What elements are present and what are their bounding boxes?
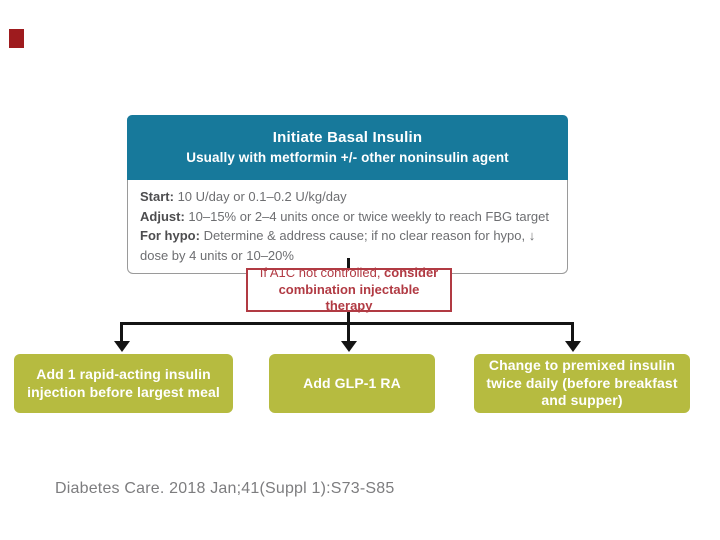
connector-drop-mid <box>347 324 350 342</box>
decision-prefix: If A1C not controlled, <box>259 264 385 280</box>
card-body: Start: 10 U/day or 0.1–0.2 U/kg/day Adju… <box>127 180 568 274</box>
option-glp1-ra: Add GLP-1 RA <box>269 354 435 413</box>
card-title: Initiate Basal Insulin <box>272 128 423 146</box>
arrow-down-icon <box>341 341 357 352</box>
instruction-text: Determine & address cause; if no clear r… <box>140 228 536 263</box>
connector-drop-left <box>120 322 123 342</box>
basal-insulin-card: Initiate Basal Insulin Usually with metf… <box>127 115 568 274</box>
option-label: Add GLP-1 RA <box>303 374 401 391</box>
decision-box-a1c: If A1C not controlled, consider combinat… <box>246 265 452 313</box>
instruction-label: Start: <box>140 189 174 204</box>
instruction-row-start: Start: 10 U/day or 0.1–0.2 U/kg/day <box>140 187 555 207</box>
option-label: Add 1 rapid-acting insulin injection bef… <box>27 366 220 400</box>
decision-text: If A1C not controlled, consider combinat… <box>256 265 442 316</box>
instruction-label: Adjust: <box>140 208 185 224</box>
card-subtitle: Usually with metformin +/- other noninsu… <box>186 149 509 165</box>
instruction-row-hypo: For hypo: Determine & address cause; if … <box>140 226 555 265</box>
connector-horizontal-branch <box>120 322 574 325</box>
card-header: Initiate Basal Insulin Usually with metf… <box>127 115 568 180</box>
instruction-text: 10 U/day or 0.1–0.2 U/kg/day <box>177 189 347 204</box>
option-label: Change to premixed insulin twice daily (… <box>486 357 678 409</box>
option-premixed-insulin: Change to premixed insulin twice daily (… <box>474 354 690 413</box>
option-rapid-acting-insulin: Add 1 rapid-acting insulin injection bef… <box>14 354 233 413</box>
citation-text: Diabetes Care. 2018 Jan;41(Suppl 1):S73-… <box>55 480 395 497</box>
instruction-label: For hypo: <box>140 228 200 243</box>
slide-accent-mark <box>9 29 24 48</box>
connector-drop-right <box>571 322 574 342</box>
instruction-row-adjust: Adjust: 10–15% or 2–4 units once or twic… <box>140 207 555 227</box>
arrow-down-icon <box>114 341 130 352</box>
instruction-text: 10–15% or 2–4 units once or twice weekly… <box>188 208 549 224</box>
decision-emphasis: consider combination injectable therapy <box>278 264 439 314</box>
arrow-down-icon <box>565 341 581 352</box>
